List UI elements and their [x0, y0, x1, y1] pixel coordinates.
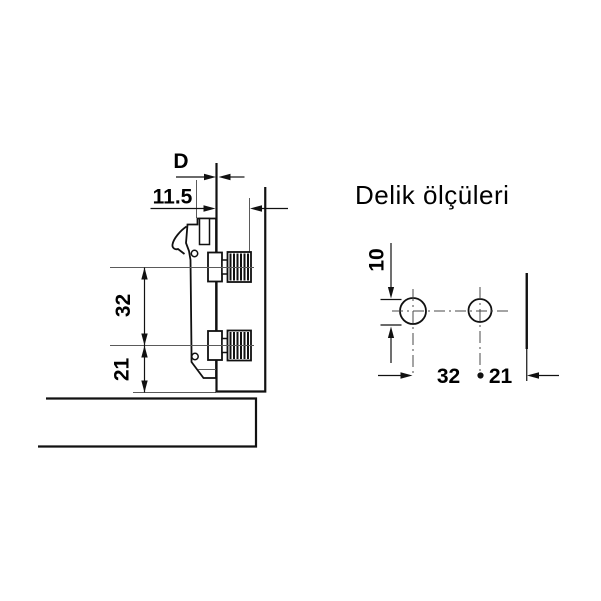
arrowhead-icon — [387, 287, 395, 299]
dim-label-bottom-left: 21 — [111, 358, 134, 382]
dim-label-diameter: 10 — [366, 248, 389, 271]
side-view: D 11.5 32 21 — [38, 150, 288, 448]
dim-label-d: D — [173, 150, 188, 173]
plate-hole-top — [190, 249, 199, 258]
bottom-panel-outline — [38, 397, 258, 448]
dim-d — [176, 173, 245, 181]
page-title: Delik ölçüleri — [355, 180, 509, 210]
dim-offset — [150, 205, 288, 212]
arrowhead-icon — [250, 205, 262, 212]
hole-layout: Delik ölçüleri 10 32 — [355, 180, 559, 388]
dim-label-offset: 11.5 — [153, 186, 193, 209]
dim-horizontal-chain — [378, 372, 559, 379]
dim-diameter — [380, 243, 402, 363]
arrowhead-icon — [387, 326, 395, 338]
arrowhead-icon — [141, 345, 148, 358]
arrowhead-icon — [141, 267, 148, 280]
dim-label-spacing-left: 32 — [112, 294, 135, 317]
dim-point-marker — [477, 372, 484, 379]
arrowhead-icon — [141, 380, 148, 393]
plate-hole-bottom — [191, 352, 199, 361]
arrowhead-icon — [400, 372, 413, 379]
arrowhead-icon — [203, 205, 216, 212]
dim-label-spacing-right: 32 — [437, 365, 460, 388]
dim-vertical-chain — [141, 267, 148, 393]
dim-label-edge-right: 21 — [489, 365, 513, 388]
plate-slot — [198, 217, 211, 246]
release-lever — [171, 225, 188, 255]
arrowhead-icon — [527, 372, 539, 379]
arrowhead-icon — [204, 173, 216, 181]
arrowhead-icon — [141, 333, 148, 346]
arrowhead-icon — [218, 173, 231, 181]
